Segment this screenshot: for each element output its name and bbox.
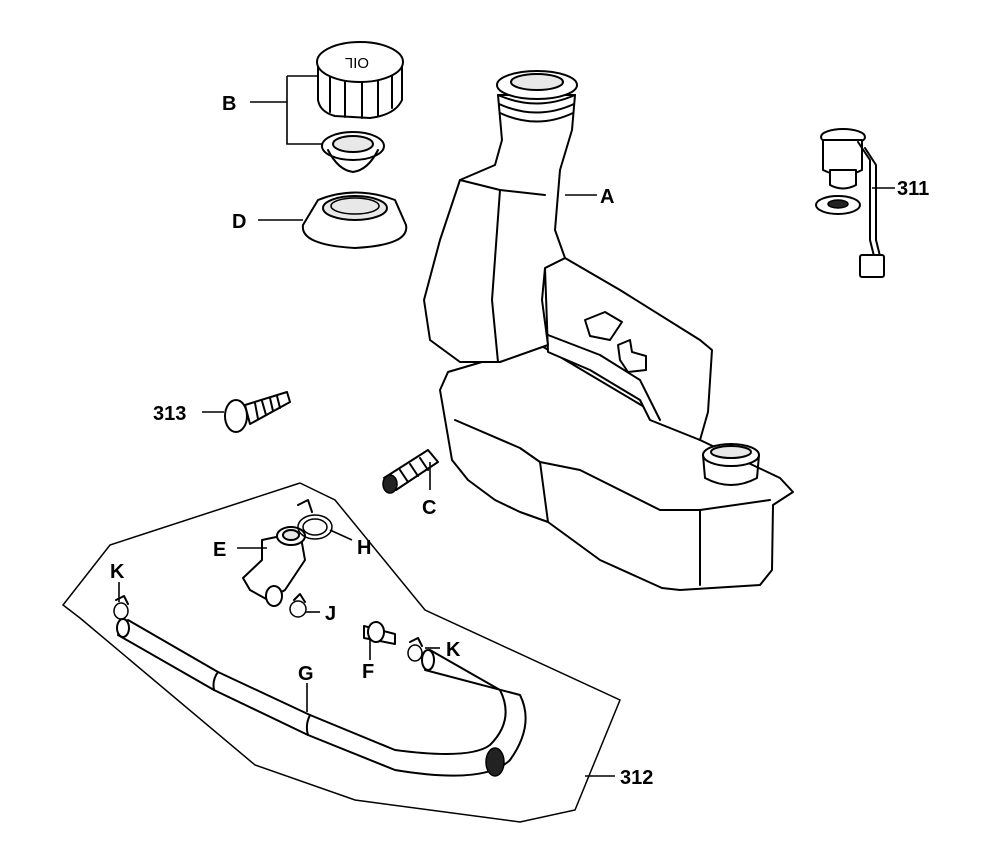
label-B: B (222, 93, 236, 115)
label-C: C (422, 497, 436, 519)
leader-H (329, 529, 353, 541)
cap-oil-text: OIL (345, 54, 369, 71)
clip-K-right (407, 637, 423, 662)
label-312: 312 (620, 767, 653, 789)
fitting-C (382, 449, 439, 494)
label-A: A (600, 186, 614, 208)
clip-K-left (113, 595, 129, 620)
hose-G (116, 618, 527, 777)
bolt-313 (224, 391, 291, 433)
leader-B (250, 75, 322, 145)
label-J: J (325, 603, 336, 625)
label-H: H (357, 537, 371, 559)
label-311: 311 (897, 178, 929, 200)
label-313: 313 (153, 403, 186, 425)
label-F: F (362, 661, 374, 683)
sensor-311 (815, 128, 885, 278)
clamp-H (297, 499, 333, 540)
label-K-left: K (110, 561, 125, 583)
label-D: D (232, 211, 246, 233)
kit-312-outline (61, 482, 621, 823)
ring-D (301, 191, 408, 249)
label-K-right: K (446, 639, 461, 661)
oil-tank-A (423, 70, 794, 591)
label-E: E (213, 539, 226, 561)
elbow-E (242, 526, 306, 607)
oil-cap-B: OIL (316, 41, 404, 173)
label-G: G (298, 663, 314, 685)
clip-J (289, 593, 307, 618)
connector-F (363, 621, 396, 645)
